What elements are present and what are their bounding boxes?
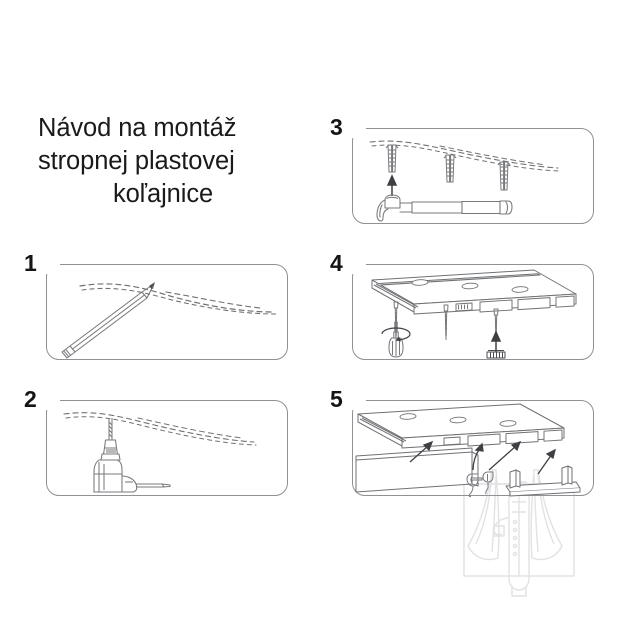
panel-2-number-notch: [38, 392, 60, 410]
panel-4-number-notch: [344, 256, 366, 274]
page-title-line-2: stropnej plastovej: [38, 147, 235, 176]
panel-3-illustration: [352, 128, 594, 224]
panel-3-number-notch: [344, 120, 366, 138]
panel-2-border: [46, 400, 288, 496]
page-title: Návod na montáž stropnej plastovej koľaj…: [18, 112, 308, 211]
panel-4-border: [352, 264, 594, 360]
panel-step-5: 5: [330, 386, 594, 498]
page-title-line-3: koľajnice: [112, 180, 214, 209]
panel-2-illustration: [46, 400, 288, 496]
panel-1-number: 1: [24, 250, 37, 276]
panel-5-number: 5: [330, 386, 343, 412]
panel-step-2: 2: [24, 388, 288, 496]
panel-4-illustration: [352, 264, 594, 360]
panel-2-number: 2: [24, 386, 37, 412]
panel-1-illustration: [46, 264, 288, 360]
panel-step-1: 1: [24, 252, 288, 360]
panel-4-number: 4: [330, 250, 343, 276]
panel-3-border: [352, 128, 594, 224]
panel-3-number: 3: [330, 114, 343, 140]
panel-1-number-notch: [38, 256, 60, 274]
panel-1-border: [46, 264, 288, 360]
page-title-line-1: Návod na montáž: [38, 114, 237, 142]
panel-5-illustration: [352, 400, 594, 498]
panel-step-3: 3: [330, 116, 594, 224]
panel-5-number-notch: [344, 392, 366, 410]
panel-step-4: 4: [330, 252, 594, 360]
panel-5-border: [352, 400, 594, 496]
